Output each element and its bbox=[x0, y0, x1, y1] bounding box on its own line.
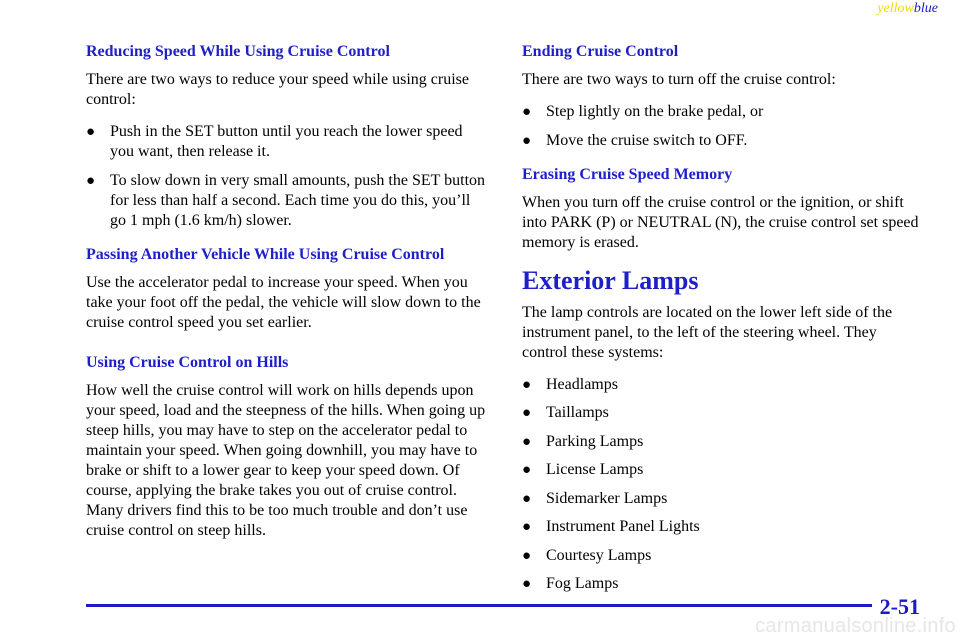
bullet-icon: ● bbox=[522, 405, 532, 421]
list-item: ● To slow down in very small amounts, pus… bbox=[86, 171, 490, 231]
bullet-icon: ● bbox=[522, 376, 532, 393]
list-item-text: Step lightly on the brake pedal, or bbox=[546, 103, 764, 120]
list-item: ● Step lightly on the brake pedal, or bbox=[522, 102, 922, 122]
list-item: ● Sidemarker Lamps bbox=[522, 489, 922, 509]
list-item-text: To slow down in very small amounts, push… bbox=[110, 171, 486, 229]
reducing-speed-intro: There are two ways to reduce your speed … bbox=[86, 71, 469, 108]
list-item: ● Instrument Panel Lights bbox=[522, 517, 922, 537]
bullet-icon: ● bbox=[522, 547, 532, 564]
list-item-text: Push in the SET button until you reach t… bbox=[110, 123, 463, 160]
heading-ending-cruise: Ending Cruise Control bbox=[522, 43, 679, 60]
ending-cruise-intro: There are two ways to turn off the cruis… bbox=[522, 71, 836, 88]
color-registration-mark: yellowblue bbox=[877, 1, 938, 17]
bullet-icon: ● bbox=[86, 124, 96, 140]
erasing-memory-body: When you turn off the cruise control or … bbox=[522, 193, 919, 251]
bullet-icon: ● bbox=[522, 132, 532, 149]
list-item-text: Sidemarker Lamps bbox=[546, 489, 668, 507]
bullet-icon: ● bbox=[522, 576, 532, 592]
list-item-text: Fog Lamps bbox=[546, 575, 619, 592]
exterior-lamps-body: The lamp controls are located on the low… bbox=[522, 303, 893, 361]
bullet-icon: ● bbox=[522, 519, 532, 535]
list-item-text: Move the cruise switch to OFF. bbox=[546, 131, 748, 149]
bullet-icon: ● bbox=[522, 462, 532, 478]
list-item-text: Parking Lamps bbox=[546, 432, 644, 450]
page-number: 2-51 bbox=[879, 594, 920, 619]
list-item: ● Taillamps bbox=[522, 403, 922, 423]
list-item: ● Push in the SET button until you reach … bbox=[86, 122, 490, 162]
mark-blue: blue bbox=[913, 1, 938, 16]
list-item: ● Move the cruise switch to OFF. bbox=[522, 131, 922, 151]
lamp-systems-list: ● Headlamps ● Taillamps ● Parking Lamps ● Li… bbox=[522, 375, 922, 595]
heading-reducing-speed: Reducing Speed While Using Cruise Contro… bbox=[86, 43, 390, 60]
heading-erasing-memory: Erasing Cruise Speed Memory bbox=[522, 165, 733, 183]
passing-vehicle-body: Use the accelerator pedal to increase yo… bbox=[86, 273, 481, 331]
list-item: ● Parking Lamps bbox=[522, 432, 922, 452]
footer-rule bbox=[86, 604, 872, 607]
heading-passing-vehicle: Passing Another Vehicle While Using Crui… bbox=[86, 245, 445, 263]
cruise-hills-body: How well the cruise control will work on… bbox=[86, 381, 486, 539]
list-item-text: Headlamps bbox=[546, 375, 618, 393]
bullet-icon: ● bbox=[522, 490, 532, 507]
bullet-icon: ● bbox=[86, 172, 96, 189]
list-item: ● License Lamps bbox=[522, 460, 922, 480]
list-item-text: License Lamps bbox=[546, 461, 644, 478]
list-item: ● Courtesy Lamps bbox=[522, 546, 922, 566]
right-column: Ending Cruise Control There are two ways… bbox=[522, 42, 922, 608]
bullet-icon: ● bbox=[522, 104, 532, 120]
list-item: ● Headlamps bbox=[522, 375, 922, 395]
heading-cruise-hills: Using Cruise Control on Hills bbox=[86, 353, 289, 371]
list-item-text: Instrument Panel Lights bbox=[546, 518, 700, 535]
left-column: Reducing Speed While Using Cruise Contro… bbox=[86, 42, 490, 553]
list-item-text: Courtesy Lamps bbox=[546, 546, 652, 564]
list-item: ● Fog Lamps bbox=[522, 574, 922, 594]
mark-yellow: yellow bbox=[877, 1, 914, 16]
reducing-speed-list: ● Push in the SET button until you reach … bbox=[86, 122, 490, 231]
ending-cruise-list: ● Step lightly on the brake pedal, or ● Mo… bbox=[522, 102, 922, 151]
bullet-icon: ● bbox=[522, 433, 532, 450]
watermark: carmanualsonline.info bbox=[755, 615, 956, 637]
list-item-text: Taillamps bbox=[546, 404, 609, 421]
section-title-exterior-lamps: Exterior Lamps bbox=[522, 265, 699, 295]
